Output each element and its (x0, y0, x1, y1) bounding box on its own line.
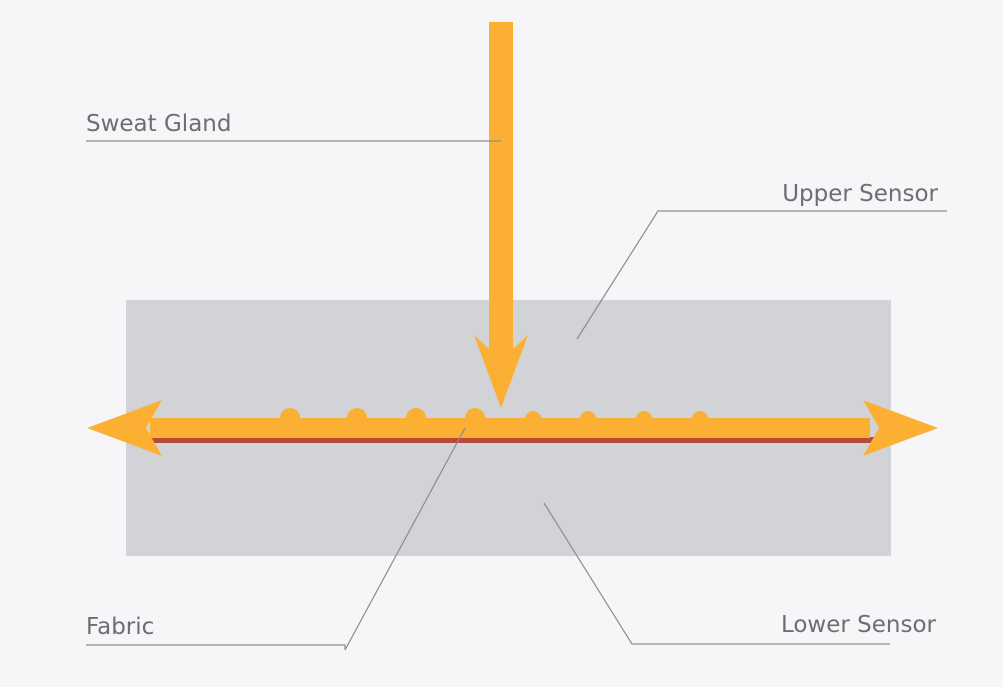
spread-arrow-head-left (87, 400, 162, 456)
sweat-arrow-head (474, 335, 528, 408)
label-sweat-gland: Sweat Gland (86, 111, 231, 137)
sweat-arrow-shaft (489, 22, 513, 360)
droplet (692, 411, 708, 427)
spread-arrow (87, 400, 938, 456)
droplet (347, 408, 367, 428)
leader-upper-sensor (576, 210, 947, 340)
fabric-layer (148, 437, 880, 443)
label-lower-sensor: Lower Sensor (781, 612, 937, 638)
sweat-droplets (280, 408, 708, 428)
spread-arrow-shaft (150, 418, 870, 438)
leader-fabric (86, 427, 466, 651)
sweat-arrow-down (474, 22, 528, 408)
droplet (406, 408, 426, 428)
droplet (280, 408, 300, 428)
leader-lower-sensor (543, 502, 890, 645)
droplet (465, 408, 485, 428)
droplet (580, 411, 596, 427)
label-upper-sensor: Upper Sensor (782, 181, 938, 207)
label-fabric: Fabric (86, 614, 154, 640)
droplet (525, 411, 541, 427)
droplet (636, 411, 652, 427)
spread-arrow-head-right (863, 400, 938, 456)
leader-lines (86, 140, 947, 651)
